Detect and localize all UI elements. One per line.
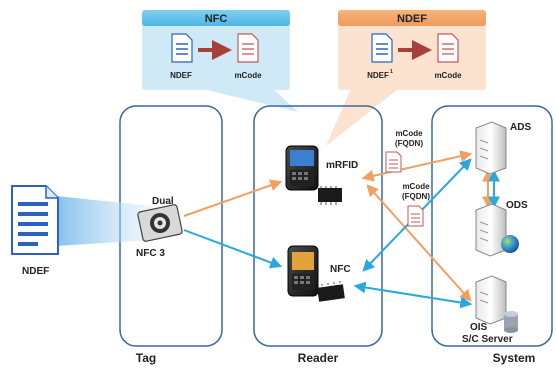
ois-server-icon xyxy=(475,275,507,325)
message-upper-line1: mCode xyxy=(395,129,423,138)
ndef-callout-right-label: mCode xyxy=(434,71,462,80)
mrfid-ads-arrow xyxy=(361,150,473,182)
ndef-callout-left-sup: 1 xyxy=(390,69,393,75)
message-upper-line2: (FQDN) xyxy=(395,139,423,148)
mcode-upper-doc-icon xyxy=(385,151,402,173)
source-doc-label: NDEF xyxy=(22,266,49,277)
mrfid-chip-icon xyxy=(318,186,342,205)
globe-icon xyxy=(501,235,519,253)
nfc-tag-card-icon xyxy=(137,204,183,242)
reader-section-box xyxy=(253,105,383,347)
tag-to-mrfid-arrow xyxy=(183,179,283,217)
nfc-phone-icon xyxy=(287,245,319,297)
reader-device-top-label: mRFID xyxy=(326,160,358,171)
ndef-callout-header xyxy=(338,10,486,26)
database-icon xyxy=(504,311,518,333)
ndef-callout: NDEF NDEF 1 mCode xyxy=(326,10,486,146)
mrfid-ois-arrow xyxy=(366,184,472,302)
message-lower-line2: (FQDN) xyxy=(402,192,430,201)
nfc-callout-header xyxy=(142,10,290,26)
ndef-callout-left-label: NDEF xyxy=(367,71,389,80)
tag-to-nfc-arrow xyxy=(183,229,283,269)
mcode-doc-icon xyxy=(237,33,259,63)
server-ads-label: ADS xyxy=(510,122,531,133)
mcode-lower-doc-icon xyxy=(407,205,424,227)
nfc-ois-arrow xyxy=(353,281,473,309)
ndef-source-doc-icon xyxy=(11,185,59,255)
tag-section-label: Tag xyxy=(136,351,156,365)
nfc-callout: NFC NDEF mCode xyxy=(142,10,298,112)
mcode-doc-icon xyxy=(437,33,459,63)
reader-device-bottom-label: NFC xyxy=(330,264,351,275)
ods-server-icon xyxy=(475,203,507,257)
read-beam xyxy=(56,196,152,246)
server-ods-label: ODS xyxy=(506,200,528,211)
ndef-doc-icon xyxy=(171,33,193,63)
tag-card-label-bottom: NFC 3 xyxy=(136,248,165,259)
nfc-callout-title: NFC xyxy=(205,13,228,25)
mrfid-phone-icon xyxy=(285,145,319,191)
ndef-callout-pointer xyxy=(326,86,402,146)
message-lower-line1: mCode xyxy=(402,182,430,191)
tag-card-label-top: Dual xyxy=(152,196,174,207)
server-ois-label: OIS xyxy=(470,322,488,333)
nfc-callout-left-label: NDEF xyxy=(170,71,192,80)
ndef-callout-title: NDEF xyxy=(397,13,427,25)
system-section-label: System xyxy=(493,351,536,365)
server-sc-label: S/C Server xyxy=(462,334,513,345)
ndef-doc-icon xyxy=(371,33,393,63)
nfc-callout-right-label: mCode xyxy=(234,71,262,80)
nfc-chip-icon xyxy=(317,281,345,302)
reader-section-label: Reader xyxy=(298,351,339,365)
ads-server-icon xyxy=(475,121,507,175)
